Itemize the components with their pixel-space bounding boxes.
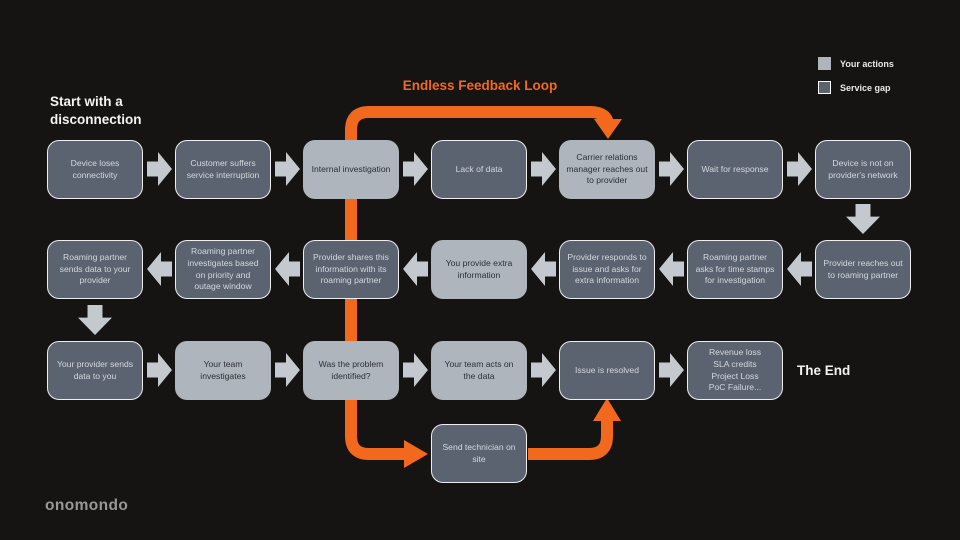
node-provider-reaches-roaming: Provider reaches out to roaming partner <box>815 240 911 299</box>
onomondo-logo: onomondo <box>45 497 129 514</box>
node-lack-of-data: Lack of data <box>431 140 527 199</box>
legend: Your actions Service gap <box>818 56 894 104</box>
node-provider-sends-data-to-you: Your provider sends data to you <box>47 341 143 400</box>
loop-title: Endless Feedback Loop <box>402 78 558 93</box>
node-issue-is-resolved: Issue is resolved <box>559 341 655 400</box>
arrowhead-down-into-carrier <box>594 119 622 139</box>
legend-item-your-actions: Your actions <box>818 56 894 71</box>
node-carrier-relations-manager: Carrier relations manager reaches out to… <box>559 140 655 199</box>
the-end-label: The End <box>797 363 851 378</box>
your-actions-label: Your actions <box>840 58 894 69</box>
service-gap-label: Service gap <box>840 82 891 93</box>
node-device-not-on-network: Device is not on provider's network <box>815 140 911 199</box>
start-title-line1: Start with a <box>50 94 123 109</box>
your-actions-swatch <box>818 57 831 70</box>
node-device-loses-connectivity: Device loses connectivity <box>47 140 143 199</box>
start-title-line2: disconnection <box>50 111 142 127</box>
node-revenue-loss-outcomes: Revenue loss SLA credits Project Loss Po… <box>687 341 783 400</box>
node-roaming-investigates: Roaming partner investigates based on pr… <box>175 240 271 299</box>
node-customer-suffers-interruption: Customer suffers service interruption <box>175 140 271 199</box>
node-internal-investigation: Internal investigation <box>303 140 399 199</box>
node-wait-for-response: Wait for response <box>687 140 783 199</box>
node-provider-responds: Provider responds to issue and asks for … <box>559 240 655 299</box>
node-your-team-investigates: Your team investigates <box>175 341 271 400</box>
node-send-technician-on-site: Send technician on site <box>431 424 527 483</box>
node-was-problem-identified: Was the problem identified? <box>303 341 399 400</box>
node-you-provide-extra-information: You provide extra information <box>431 240 527 299</box>
arrowhead-up-into-resolved <box>593 398 621 421</box>
legend-item-service-gap: Service gap <box>818 80 894 95</box>
node-provider-shares-information: Provider shares this information with it… <box>303 240 399 299</box>
node-team-acts-on-data: Your team acts on the data <box>431 341 527 400</box>
node-roaming-sends-data-to-provider: Roaming partner sends data to your provi… <box>47 240 143 299</box>
service-gap-swatch <box>818 81 831 94</box>
node-roaming-asks-time-stamps: Roaming partner asks for time stamps for… <box>687 240 783 299</box>
arrowhead-right-into-technician <box>404 440 428 468</box>
start-title: Start with a disconnection <box>50 93 210 128</box>
